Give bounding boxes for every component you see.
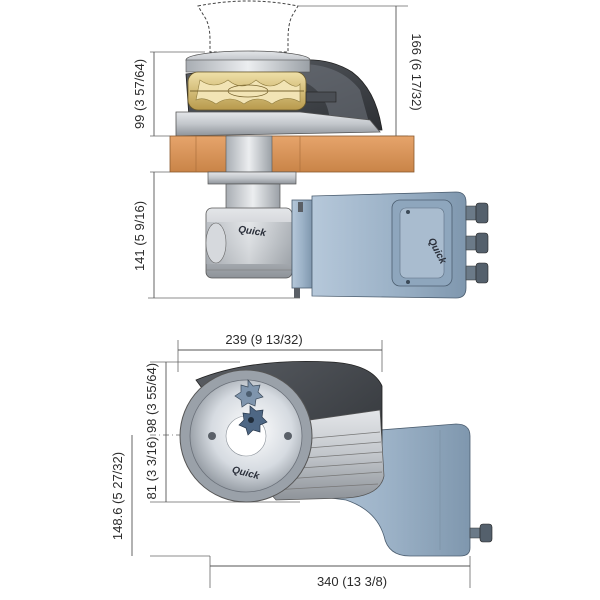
deck-board [169, 135, 415, 173]
terminal-studs [465, 202, 489, 284]
mount-stud [294, 288, 300, 298]
plan-terminal-studs [469, 523, 493, 543]
dim-label-239: 239 (9 13/32) [225, 332, 302, 347]
dim-label-148: 148.6 (5 27/32) [110, 452, 125, 540]
capstan-knob [234, 379, 264, 408]
dim-label-166: 166 (6 17/32) [409, 33, 424, 110]
gypsy-wheel [187, 71, 307, 111]
dim-label-141: 141 (5 9/16) [132, 201, 147, 271]
mount-stud [298, 202, 303, 212]
motor-flange [291, 199, 313, 289]
shaft [225, 135, 273, 173]
dim-label-98: 98 (3 55/64) [144, 363, 159, 433]
under-flange [207, 171, 297, 185]
gypsy-knob [238, 405, 268, 436]
bottom-plan-view: 239 (9 13/32) 98 (3 55/64) 81 (3 3/16) 1… [110, 332, 493, 589]
drum: Quick [179, 369, 313, 503]
motor: Quick [311, 191, 467, 299]
dim-label-340: 340 (13 3/8) [317, 574, 387, 589]
dim-label-81: 81 (3 3/16) [144, 437, 159, 500]
capstan-dashed-outline [197, 0, 299, 53]
top-side-view: 166 (6 17/32) 99 (3 57/64) [132, 0, 489, 299]
dim-label-99: 99 (3 57/64) [132, 59, 147, 129]
drum-bolt [284, 432, 292, 440]
gearbox-logo: Quick [237, 224, 266, 239]
stripper [305, 91, 337, 103]
gearbox: Quick [205, 207, 293, 279]
base-plate [175, 111, 381, 137]
drum-bolt [208, 432, 216, 440]
